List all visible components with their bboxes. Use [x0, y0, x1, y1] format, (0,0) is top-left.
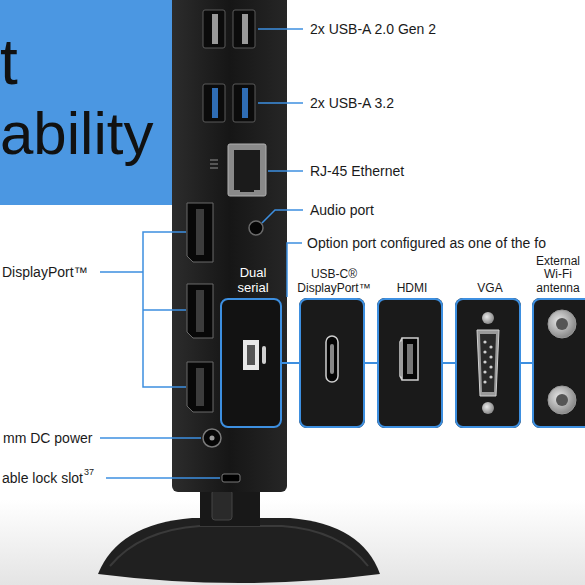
option-module-fill — [220, 298, 282, 428]
bracket-line — [100, 232, 186, 387]
usb-port — [233, 10, 255, 48]
option-module-fill — [299, 298, 365, 428]
title-fragment: t — [0, 30, 18, 94]
antenna-connector — [548, 386, 576, 414]
network-symbol — [210, 160, 218, 168]
option-module-fill — [532, 298, 585, 428]
serial-mark — [262, 346, 266, 364]
serial-connector — [243, 340, 259, 370]
leader-line — [258, 28, 303, 30]
option-module-fill — [377, 298, 443, 428]
vga-shell — [480, 334, 496, 392]
hdmi-tongue — [407, 344, 413, 374]
hdmi-connector — [400, 338, 418, 380]
usbc-tongue — [330, 344, 334, 374]
leader-line — [258, 102, 303, 104]
stand-clip — [212, 490, 232, 520]
antenna-core — [556, 318, 568, 330]
device-body — [172, 0, 287, 492]
rj45-opening — [234, 150, 260, 190]
port-label: able lock slot — [2, 471, 83, 485]
option-port-module: USB-C® DisplayPort™ — [299, 298, 365, 428]
vga-screw — [482, 402, 494, 414]
module-heading: Dual serial — [229, 266, 277, 296]
serial-opening — [247, 345, 255, 365]
connector-line — [521, 362, 532, 364]
leader-line — [268, 170, 303, 172]
leader-line — [262, 210, 303, 223]
option-port-module: Dual serial — [220, 298, 282, 428]
vga-pins — [483, 340, 492, 383]
title-fragment: ability — [0, 104, 153, 164]
module-heading: HDMI — [379, 282, 445, 296]
floor-band — [0, 500, 585, 585]
usb-port — [233, 84, 255, 122]
connector-line — [282, 362, 299, 364]
rj45-port — [228, 144, 266, 196]
usb-port — [203, 84, 225, 122]
vga-connector — [477, 330, 499, 396]
option-module-fill — [455, 298, 521, 428]
module-heading: USB-C® DisplayPort™ — [291, 268, 377, 296]
port-label: mm DC power — [3, 431, 92, 445]
displayport-port — [187, 284, 213, 338]
leader-line — [106, 477, 220, 479]
option-port-module: HDMI — [377, 298, 443, 428]
antenna-core — [556, 394, 568, 406]
leader-line — [100, 437, 201, 439]
port-label: Audio port — [310, 203, 374, 217]
audio-jack — [249, 221, 263, 235]
lock-slot — [222, 474, 240, 482]
port-label: DisplayPort™ — [2, 265, 88, 279]
dc-pin — [210, 436, 215, 441]
displayport-slot — [196, 209, 204, 255]
stand-ridge — [110, 526, 368, 566]
port-label: 2x USB-A 2.0 Gen 2 — [310, 22, 436, 36]
option-port-module: VGA — [455, 298, 521, 428]
dc-jack — [203, 429, 221, 447]
displayport-port — [187, 203, 213, 262]
leader-lines — [100, 29, 303, 478]
usb-port — [203, 10, 225, 48]
usb-tongue — [242, 14, 248, 44]
rj45-notch — [240, 186, 254, 192]
stand-base — [98, 518, 380, 583]
displayport-port — [187, 362, 213, 412]
module-heading: External Wi-Fi antenna — [532, 255, 584, 296]
port-label: Option port configured as one of the fo — [307, 236, 546, 250]
port-label: 2x USB-A 3.2 — [310, 96, 394, 110]
connector-line — [443, 362, 455, 364]
displayport-slot — [196, 290, 204, 332]
displayport-slot — [196, 368, 204, 406]
footnote-number: 37 — [84, 468, 94, 477]
module-heading: VGA — [457, 282, 523, 296]
antenna-connector — [548, 310, 576, 338]
usb-tongue — [212, 88, 218, 118]
connector-line — [365, 362, 377, 364]
vga-screw — [482, 312, 494, 324]
usb-tongue — [242, 88, 248, 118]
usbc-connector — [326, 336, 338, 382]
option-port-module: External Wi-Fi antenna — [532, 298, 585, 428]
usb-tongue — [212, 14, 218, 44]
port-label: RJ-45 Ethernet — [310, 164, 404, 178]
title-panel — [0, 0, 172, 205]
